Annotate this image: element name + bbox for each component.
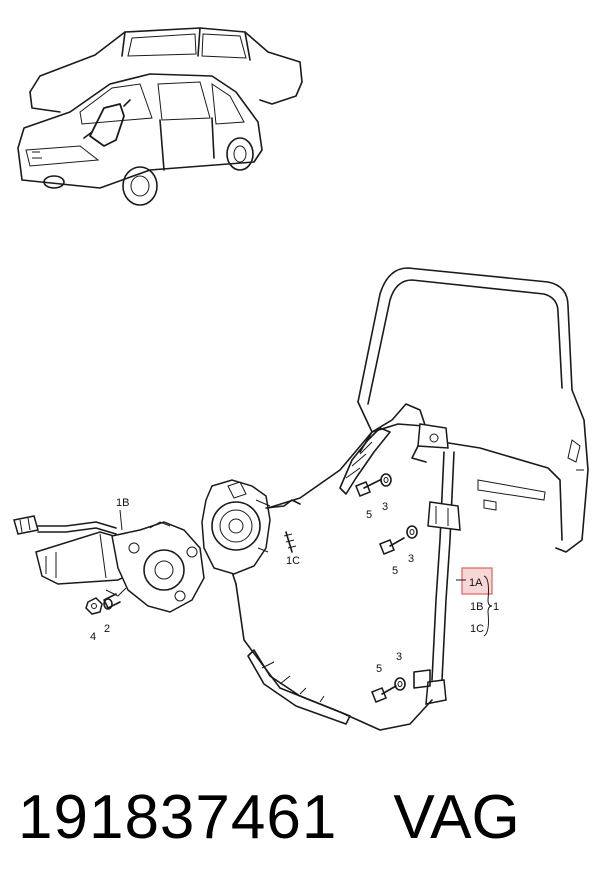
callout-1C-right: 1C: [470, 623, 484, 635]
callout-labels: 1A 1B 1 1C 1B 1C 2 4 3 5 3 5 3 5: [90, 497, 499, 675]
callout-1: 1: [493, 601, 499, 613]
window-motor: [13, 515, 205, 613]
callout-2: 2: [104, 623, 110, 635]
door-frame: [357, 267, 589, 553]
part-number: 191837461: [18, 782, 338, 852]
callout-1A: 1A: [469, 577, 483, 589]
callout-1B-right: 1B: [470, 601, 483, 613]
callout-1C-left: 1C: [286, 555, 300, 567]
fasteners: [85, 473, 418, 703]
cable-drum-housing: [201, 479, 301, 575]
callout-1B-left: 1B: [116, 497, 129, 509]
callout-4: 4: [90, 631, 96, 643]
callout-3-bot: 3: [396, 651, 402, 663]
callout-5-mid: 5: [392, 565, 398, 577]
highlight-box: [461, 567, 493, 595]
callout-5-top: 5: [366, 509, 372, 521]
callout-5-bot: 5: [376, 663, 382, 675]
part-footer: 191837461 VAG: [18, 772, 588, 862]
car-illustration: [17, 27, 303, 206]
window-regulator-cable: [231, 423, 461, 731]
callout-3-mid: 3: [408, 553, 414, 565]
brand-name: VAG: [393, 782, 520, 852]
callout-3-top: 3: [382, 501, 388, 513]
